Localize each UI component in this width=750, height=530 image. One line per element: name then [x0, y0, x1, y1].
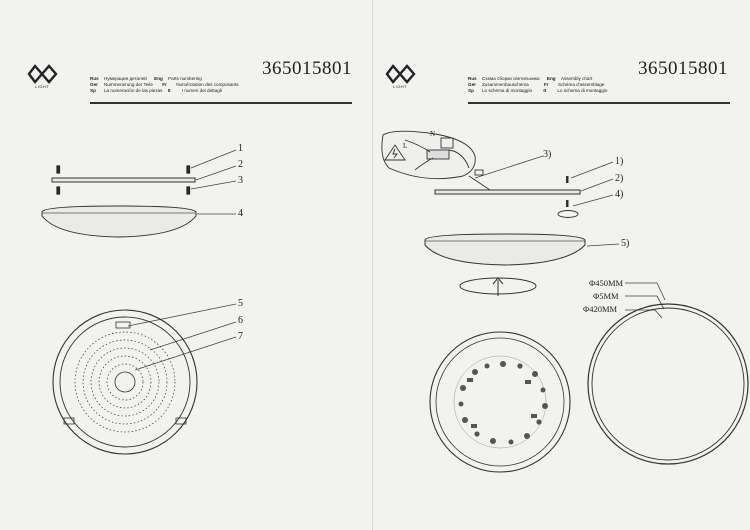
- lang-code: It: [543, 88, 547, 93]
- lamp-body-side: [424, 233, 586, 266]
- dimension-inner: Φ420MM: [583, 304, 618, 314]
- lang-code: It: [167, 88, 171, 93]
- dimension-thickness: Φ5MM: [593, 291, 619, 301]
- lang-code: Rus: [90, 76, 99, 81]
- diffuser-ring: [587, 303, 749, 465]
- lang-text: Parts numbering: [168, 76, 202, 81]
- lang-code: Fr: [162, 82, 167, 87]
- lamp-front-view: [429, 331, 571, 473]
- dimension-outer: Φ450MM: [589, 278, 624, 288]
- lang-text: Нумерация деталей: [104, 76, 147, 81]
- lang-text: Lo schema di montaggio: [482, 88, 533, 93]
- mounting-plate: [434, 189, 581, 195]
- wall-anchor: [557, 210, 579, 218]
- header-rule: [90, 102, 352, 104]
- logo-wordmark: LIGHT: [35, 84, 50, 89]
- model-number: 365015801: [262, 58, 352, 79]
- callout-4: 4: [238, 208, 243, 219]
- animal-decal-ring: [458, 361, 548, 445]
- assembly-drawing: [381, 130, 749, 473]
- wire-label-n: N: [430, 130, 436, 138]
- lang-text: Assembly chart: [560, 76, 593, 81]
- lang-code: Eng: [154, 76, 163, 81]
- lang-code: Ger: [468, 82, 476, 87]
- lang-code: Ger: [90, 82, 98, 87]
- lang-code: Eng: [546, 76, 556, 81]
- callout-3: 3): [543, 149, 552, 160]
- callout-2: 2: [238, 159, 243, 170]
- mounting-plate: [51, 177, 196, 183]
- logo-wordmark: LIGHT: [393, 84, 408, 89]
- lang-text: Numérotation des composants: [176, 82, 239, 87]
- wiring-detail: [381, 130, 494, 193]
- lang-text: Nummerierung der Teile: [104, 82, 153, 87]
- header-rule: [468, 102, 730, 104]
- lamp-body-side: [41, 205, 197, 238]
- callout-1: 1: [238, 143, 243, 154]
- lang-text: Zusammenbauschema: [482, 82, 529, 87]
- mw-logo-icon: [385, 64, 416, 84]
- language-list: Rus Схема сборки светильника Eng Assembly …: [468, 76, 607, 94]
- parts-drawing: [41, 149, 237, 455]
- lang-text: La numeración de las piezas: [104, 88, 163, 93]
- lang-text: I numeri dei dettagli: [181, 88, 222, 93]
- callout-4: 4): [615, 189, 624, 200]
- page-fold: [372, 0, 373, 530]
- callout-5: 5): [621, 238, 630, 249]
- screw-icon: [56, 165, 191, 195]
- model-number: 365015801: [638, 58, 728, 79]
- lang-text: Схема сборки светильника: [482, 76, 540, 81]
- callout-5: 5: [238, 298, 243, 309]
- callout-7: 7: [238, 331, 243, 342]
- warning-triangle-icon: [384, 144, 406, 161]
- callout-1: 1): [615, 156, 624, 167]
- lamp-front-view: [52, 309, 198, 455]
- lang-code: Fr: [544, 82, 549, 87]
- rotate-arrow-icon: [459, 277, 537, 296]
- lang-text: Lo schema di montaggio: [557, 88, 608, 93]
- screw-icon: [566, 176, 569, 207]
- assembly-chart-sheet: LIGHT Rus Схема сборки светильника Eng Ass…: [375, 0, 750, 530]
- callout-2: 2): [615, 173, 624, 184]
- mw-logo-icon: [27, 64, 58, 84]
- leader-lines: [474, 155, 666, 319]
- lang-text: Schéma d'assemblage: [558, 82, 605, 87]
- callout-3: 3: [238, 175, 243, 186]
- lang-code: Sp: [90, 88, 96, 93]
- lang-code: Rus: [468, 76, 477, 81]
- callout-6: 6: [238, 315, 243, 326]
- lang-code: Sp: [468, 88, 474, 93]
- wire-label-l: L: [403, 142, 408, 150]
- parts-numbering-sheet: LIGHT Rus Нумерация деталей Eng Parts numb…: [27, 58, 352, 455]
- leader-lines: [127, 149, 237, 371]
